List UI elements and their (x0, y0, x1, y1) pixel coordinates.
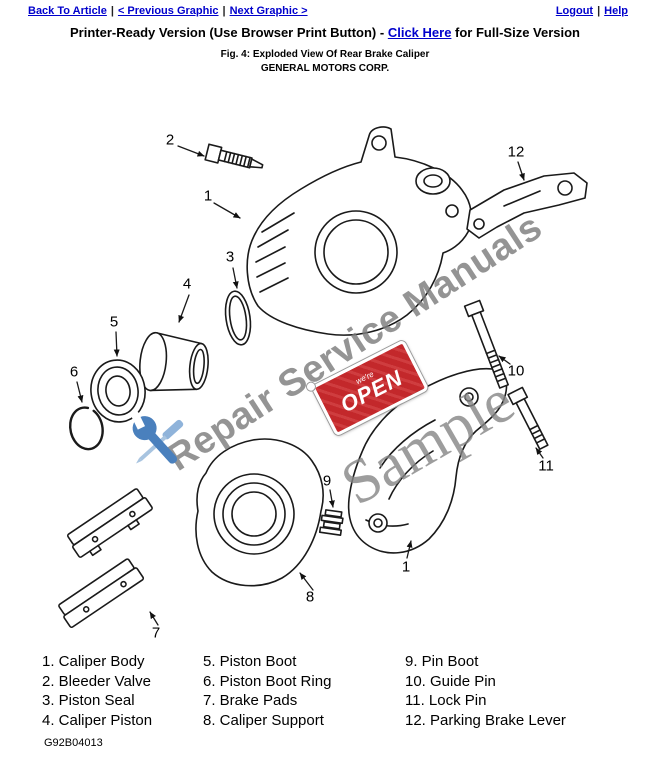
legend-item-piston-boot: 5. Piston Boot (203, 653, 297, 670)
callout-11: 11 (538, 457, 554, 475)
logout-link[interactable]: Logout (555, 5, 594, 17)
back-to-article-link[interactable]: Back To Article (28, 5, 107, 17)
nav-left-links: Back To Article | < Previous Graphic | N… (28, 5, 308, 17)
callout-4: 4 (182, 275, 192, 293)
legend-item-caliper-body: 1. Caliper Body (42, 653, 145, 670)
piston-boot-ring-part (68, 406, 104, 451)
callout-8: 8 (305, 588, 315, 606)
piston-seal-part (224, 290, 252, 346)
legend-column-3: 9. Pin Boot 10. Guide Pin 11. Lock Pin 1… (405, 652, 566, 730)
legend-item-piston-boot-ring: 6. Piston Boot Ring (203, 672, 332, 690)
legend-item-caliper-piston: 4. Caliper Piston (42, 711, 153, 729)
brake-caliper-drawing (58, 126, 588, 629)
callout-5: 5 (109, 313, 119, 331)
legend-item-piston-seal: 3. Piston Seal (42, 692, 135, 709)
caliper-support-part (347, 367, 508, 554)
previous-graphic-link[interactable]: < Previous Graphic (117, 5, 219, 17)
nav-separator: | (222, 5, 226, 17)
bleeder-valve-part (204, 143, 264, 169)
assembled-caliper-part (195, 438, 344, 587)
page-title: Printer-Ready Version (Use Browser Print… (0, 25, 650, 40)
caliper-body-part (246, 126, 473, 336)
callout-12: 12 (507, 143, 525, 161)
piston-boot-part (90, 359, 146, 423)
next-graphic-link[interactable]: Next Graphic > (229, 5, 308, 17)
brake-pads-part (58, 488, 153, 629)
figure-caption: Fig. 4: Exploded View Of Rear Brake Cali… (220, 49, 430, 60)
lock-pin-part (507, 386, 549, 451)
title-text-suffix: for Full-Size Version (451, 25, 580, 40)
parking-brake-lever-part (466, 172, 588, 239)
callout-2: 2 (165, 131, 175, 149)
help-link[interactable]: Help (604, 5, 628, 17)
legend-item-brake-pads: 7. Brake Pads (203, 692, 298, 709)
click-here-link[interactable]: Click Here (387, 25, 452, 40)
guide-pin-part (463, 299, 509, 389)
caliper-piston-part (139, 331, 209, 392)
nav-right-links: Logout | Help (556, 5, 628, 17)
callout-3: 3 (225, 248, 235, 266)
tools-logo-icon (130, 411, 184, 464)
legend-item-caliper-support: 8. Caliper Support (203, 711, 324, 729)
exploded-view-diagram: Repair Service Manuals Sample we're OPEN… (0, 95, 650, 653)
leader-lines (76, 145, 544, 626)
legend-item-guide-pin: 10. Guide Pin (405, 672, 496, 690)
legend-column-2: 5. Piston Boot 6. Piston Boot Ring 7. Br… (203, 652, 331, 730)
legend-item-lock-pin: 11. Lock Pin (405, 692, 487, 709)
callout-1-bottom: 1 (401, 558, 411, 576)
title-text-prefix: Printer-Ready Version (Use Browser Print… (69, 25, 388, 40)
figure-code: G92B04013 (44, 737, 103, 749)
top-nav: Back To Article | < Previous Graphic | N… (28, 5, 628, 17)
callout-10: 10 (507, 362, 525, 380)
pin-boot-part (318, 509, 344, 536)
legend-column-1: 1. Caliper Body 2. Bleeder Valve 3. Pist… (42, 652, 152, 730)
callout-7: 7 (151, 624, 161, 642)
company-name: GENERAL MOTORS CORP. (260, 63, 390, 74)
nav-separator: | (110, 5, 114, 17)
nav-separator: | (597, 5, 601, 17)
callout-6: 6 (69, 363, 79, 381)
legend-item-pin-boot: 9. Pin Boot (405, 653, 479, 670)
legend-item-parking-brake-lever: 12. Parking Brake Lever (405, 711, 566, 729)
callout-9: 9 (322, 472, 332, 490)
legend-item-bleeder-valve: 2. Bleeder Valve (42, 672, 151, 690)
callout-1-top: 1 (203, 187, 213, 205)
